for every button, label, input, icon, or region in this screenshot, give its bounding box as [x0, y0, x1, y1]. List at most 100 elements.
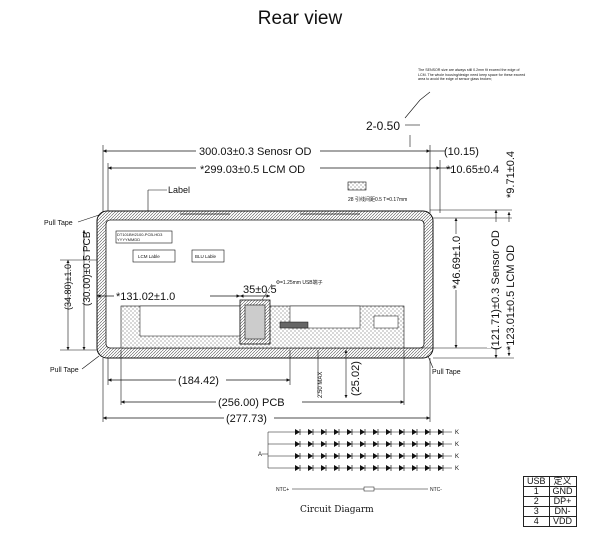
led-diode-icon — [425, 465, 430, 471]
led-diode-icon — [321, 465, 326, 471]
sensor-od-height-label: (121.71)±0.3 Sensor OD — [490, 230, 502, 350]
usb-port-slot — [279, 321, 309, 329]
led-diode-icon — [334, 429, 339, 435]
led-diode-icon — [412, 429, 417, 435]
led-diode-icon — [360, 429, 365, 435]
usb-pin-name: VDD — [548, 516, 577, 527]
led-diode-icon — [334, 441, 339, 447]
usb-table-row: 3 DN- — [523, 506, 577, 517]
led-diode-icon — [308, 453, 313, 459]
led-diode-icon — [425, 453, 430, 459]
pcb-width-label: (256.00) PCB — [218, 397, 285, 409]
led-diode-icon — [347, 453, 352, 459]
led-diode-icon — [373, 441, 378, 447]
led-diode-icon — [360, 441, 365, 447]
right-gap-top-label: (10.15) — [444, 146, 479, 158]
usb-pin-number: 1 — [523, 486, 550, 497]
blu-lable-text: BLU Lable — [195, 254, 217, 259]
led-diode-icon — [347, 465, 352, 471]
bottom-184-label: (184.42) — [178, 375, 219, 387]
height-46-label: *46.69±1.0 — [451, 236, 463, 289]
dim-text-bg — [176, 373, 226, 386]
dim-text-bg — [224, 411, 274, 424]
right-vertical-offset-label: *9.71±0.4 — [505, 151, 517, 198]
anode-label: A — [258, 452, 262, 458]
dim-text-bg — [216, 395, 302, 408]
note-leader — [404, 91, 431, 119]
led-diode-icon — [386, 441, 391, 447]
right-gap-lcm-label: *10.65±0.4 — [446, 164, 499, 176]
led-diode-icon — [321, 441, 326, 447]
led-diode-icon — [334, 453, 339, 459]
usb-note: Φ=1.25mm USB端子 — [276, 279, 323, 286]
led-diode-icon — [386, 429, 391, 435]
ntc-minus-label: NTC- — [430, 487, 442, 493]
fpc-connector-icon — [347, 181, 367, 191]
led-diode-icon — [321, 429, 326, 435]
usb-pin-table: USB 定义 1 GND 2 DP+ 3 DN- 4 VDD — [523, 476, 577, 527]
pull-tape-bl: Pull Tape — [50, 367, 79, 374]
led-diode-icon — [295, 465, 300, 471]
sensor-od-width-label: 300.03±0.3 Senosr OD — [199, 146, 311, 158]
led-diode-icon — [438, 441, 443, 447]
led-diode-icon — [412, 453, 417, 459]
pull-tape-br: Pull Tape — [432, 369, 461, 376]
led-diode-icon — [360, 465, 365, 471]
blu-lable-box — [191, 249, 225, 263]
pull-tape-tl-leader — [77, 214, 100, 223]
bottom-25-label: (25.02) — [350, 361, 362, 396]
cathode-label: K — [455, 442, 459, 448]
circuit-caption: Circuit Diagarm — [300, 505, 374, 515]
usb-pin-name: DN- — [548, 506, 577, 517]
led-diode-icon — [295, 429, 300, 435]
led-diode-icon — [373, 453, 378, 459]
sensor-edge-note: The SENSOR size are always still 0.2mm f… — [418, 68, 526, 82]
usb-pin-number: 2 — [523, 496, 550, 507]
lcm-lable-text: LCM Lable — [138, 254, 160, 259]
pull-tape-br-leader — [427, 355, 434, 369]
usb-table-header: USB 定义 — [523, 476, 577, 487]
led-diode-icon — [438, 429, 443, 435]
dim-text-bg — [196, 161, 320, 175]
led-diode-icon — [438, 465, 443, 471]
led-diode-icon — [399, 465, 404, 471]
usb-connector-inner — [244, 304, 266, 340]
lcm-od-height-label: *123.01±0.5 LCM OD — [505, 245, 517, 350]
usb-table-row: 4 VDD — [523, 516, 577, 527]
product-label-date: YYYYMMDD — [117, 237, 140, 242]
dim-text-bg — [448, 234, 462, 290]
ntc-plus-label: NTC+ — [276, 487, 289, 493]
usb-note-leader — [261, 283, 273, 301]
led-diode-icon — [334, 465, 339, 471]
led-diode-icon — [425, 441, 430, 447]
led-diode-icon — [295, 453, 300, 459]
usb-table-row: 1 GND — [523, 486, 577, 497]
product-label-box — [115, 230, 173, 244]
led-diode-icon — [360, 453, 365, 459]
usb-header-cell: 定义 — [548, 476, 577, 487]
cathode-label: K — [455, 466, 459, 472]
led-diode-icon — [295, 441, 300, 447]
pcb-cutout — [139, 305, 241, 337]
usb-pin-name: DP+ — [548, 496, 577, 507]
led-diode-icon — [412, 465, 417, 471]
gap-label: 2-0.50 — [366, 119, 400, 133]
max-thick-label: 2.50 MAX — [318, 372, 324, 398]
usb-pin-name: GND — [548, 486, 577, 497]
lcm-od-width-label: *299.03±0.5 LCM OD — [200, 164, 305, 176]
led-diode-icon — [308, 465, 313, 471]
usb-pin-number: 4 — [523, 516, 550, 527]
ntc-resistor — [363, 486, 375, 492]
led-diode-icon — [373, 429, 378, 435]
pcb-cutout-3 — [373, 315, 399, 329]
dim-text-bg — [487, 222, 517, 348]
cathode-label: K — [455, 430, 459, 436]
led-diode-icon — [399, 429, 404, 435]
horizontal-offset-label: *131.02±1.0 — [116, 291, 175, 303]
usb-width-label: 35±0.5 — [243, 284, 277, 296]
product-label-text: DT101BH2100-PCB-HD3 — [117, 232, 163, 237]
left-height-label: (34.80)±1.0 — [63, 264, 73, 310]
fpc-note: 28 引线间距0.5 T=0.17mm — [348, 196, 407, 203]
